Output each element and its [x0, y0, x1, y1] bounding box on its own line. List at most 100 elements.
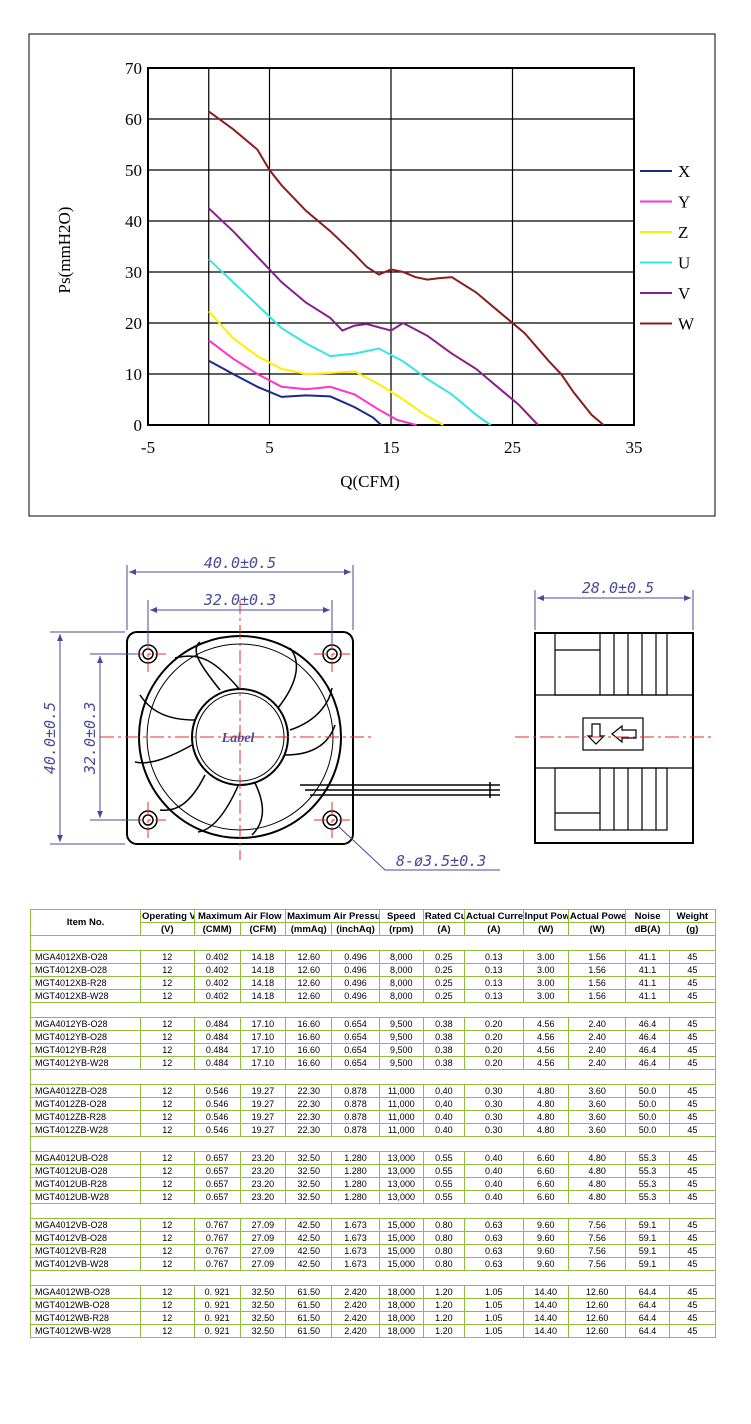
units-row: (V)(CMM)(CFM)(mmAq)(inchAq)(rpm)(A)(A)(W… [31, 922, 717, 936]
table-cell: 42.50 [285, 1218, 333, 1232]
table-cell: 8,000 [378, 963, 424, 977]
table-cell: 11,000 [378, 1110, 424, 1124]
table-cell: 0.767 [193, 1257, 241, 1271]
table-cell: 50.0 [625, 1110, 670, 1124]
table-cell: 64.4 [625, 1311, 670, 1325]
table-cell: 32.50 [285, 1177, 333, 1191]
table-cell: 7.56 [567, 1244, 627, 1258]
col-actual-current: Actual Current [464, 909, 524, 923]
table-cell: 16.60 [285, 1017, 333, 1031]
y-tick-label: 0 [134, 416, 143, 435]
table-cell: 2.40 [567, 1043, 627, 1057]
table-cell: 4.56 [522, 1043, 569, 1057]
table-cell: 1.280 [331, 1151, 380, 1165]
table-cell: 11,000 [378, 1123, 424, 1137]
table-cell: 12 [140, 1017, 195, 1031]
table-cell: 12 [140, 950, 195, 964]
table-cell: 45 [668, 1285, 717, 1299]
table-cell: 1.20 [422, 1311, 466, 1325]
spacer-cell [30, 1136, 716, 1152]
group-spacer [30, 1069, 716, 1085]
table-cell: 12 [140, 1097, 195, 1111]
table-cell: 45 [668, 1231, 717, 1245]
table-cell: 42.50 [285, 1231, 333, 1245]
chart-series [208, 110, 605, 426]
table-cell: 1.56 [567, 989, 627, 1003]
item-no-cell: MGT4012ZB-R28 [29, 1110, 142, 1124]
col-noise: Noise [625, 909, 670, 923]
table-cell: 45 [668, 1084, 717, 1098]
table-cell: 4.56 [522, 1030, 569, 1044]
y-axis-label: Ps(mmH2O) [55, 207, 74, 294]
table-cell: 0.878 [331, 1123, 380, 1137]
table-cell: 13,000 [378, 1177, 424, 1191]
table-cell: 45 [668, 1324, 717, 1338]
table-cell: 45 [668, 1218, 717, 1232]
table-cell: 46.4 [625, 1056, 670, 1070]
x-tick-label: -5 [141, 438, 155, 457]
spacer-cell [30, 935, 716, 951]
table-cell: 0.25 [422, 989, 466, 1003]
table-cell: 12 [140, 1030, 195, 1044]
unit-cell: (CMM) [193, 922, 241, 936]
table-cell: 32.50 [285, 1164, 333, 1178]
series-line-w [208, 110, 605, 426]
table-cell: 14.40 [522, 1324, 569, 1338]
item-no-cell: MGA4012WB-O28 [29, 1285, 142, 1299]
table-cell: 3.60 [567, 1084, 627, 1098]
table-cell: 64.4 [625, 1298, 670, 1312]
group-spacer [30, 1136, 716, 1152]
front-dimension-lines [50, 565, 500, 871]
table-cell: 55.3 [625, 1164, 670, 1178]
table-cell: 45 [668, 1151, 717, 1165]
table-cell: 45 [668, 989, 717, 1003]
table-cell: 0.55 [422, 1164, 466, 1178]
table-cell: 8,000 [378, 976, 424, 990]
table-cell: 12 [140, 1177, 195, 1191]
table-cell: 0.484 [193, 1017, 241, 1031]
table-cell: 14.18 [239, 989, 287, 1003]
table-cell: 1.20 [422, 1285, 466, 1299]
table-cell: 0. 921 [193, 1324, 241, 1338]
series-line-x [208, 359, 382, 426]
unit-cell: (mmAq) [285, 922, 333, 936]
table-cell: 12 [140, 1110, 195, 1124]
table-cell: 59.1 [625, 1257, 670, 1271]
table-cell: 0.878 [331, 1084, 380, 1098]
table-cell: 15,000 [378, 1231, 424, 1245]
table-cell: 0.496 [331, 963, 380, 977]
table-cell: 46.4 [625, 1030, 670, 1044]
group-spacer [30, 935, 716, 951]
table-cell: 6.60 [522, 1164, 569, 1178]
table-cell: 1.673 [331, 1231, 380, 1245]
table-cell: 12 [140, 1324, 195, 1338]
table-cell: 0.13 [464, 989, 524, 1003]
table-cell: 0.654 [331, 1056, 380, 1070]
side-view: 28.0±0.5 [515, 579, 715, 844]
table-cell: 0.402 [193, 976, 241, 990]
table-cell: 1.05 [464, 1324, 524, 1338]
table-cell: 2.40 [567, 1056, 627, 1070]
table-cell: 0.55 [422, 1190, 466, 1204]
table-cell: 42.50 [285, 1257, 333, 1271]
table-cell: 16.60 [285, 1043, 333, 1057]
table-cell: 1.56 [567, 950, 627, 964]
fan-blades [134, 641, 336, 836]
table-cell: 15,000 [378, 1257, 424, 1271]
front-width-dimension: 40.0±0.5 [204, 554, 276, 572]
y-tick-label: 70 [125, 59, 142, 78]
table-cell: 14.18 [239, 963, 287, 977]
table-cell: 4.56 [522, 1017, 569, 1031]
front-height-dimension: 40.0±0.5 [41, 702, 59, 774]
table-cell: 0.657 [193, 1190, 241, 1204]
table-cell: 45 [668, 1110, 717, 1124]
group-spacer [30, 1270, 716, 1286]
item-no-cell: MGT4012YB-R28 [29, 1043, 142, 1057]
table-cell: 22.30 [285, 1110, 333, 1124]
unit-cell: (rpm) [378, 922, 424, 936]
